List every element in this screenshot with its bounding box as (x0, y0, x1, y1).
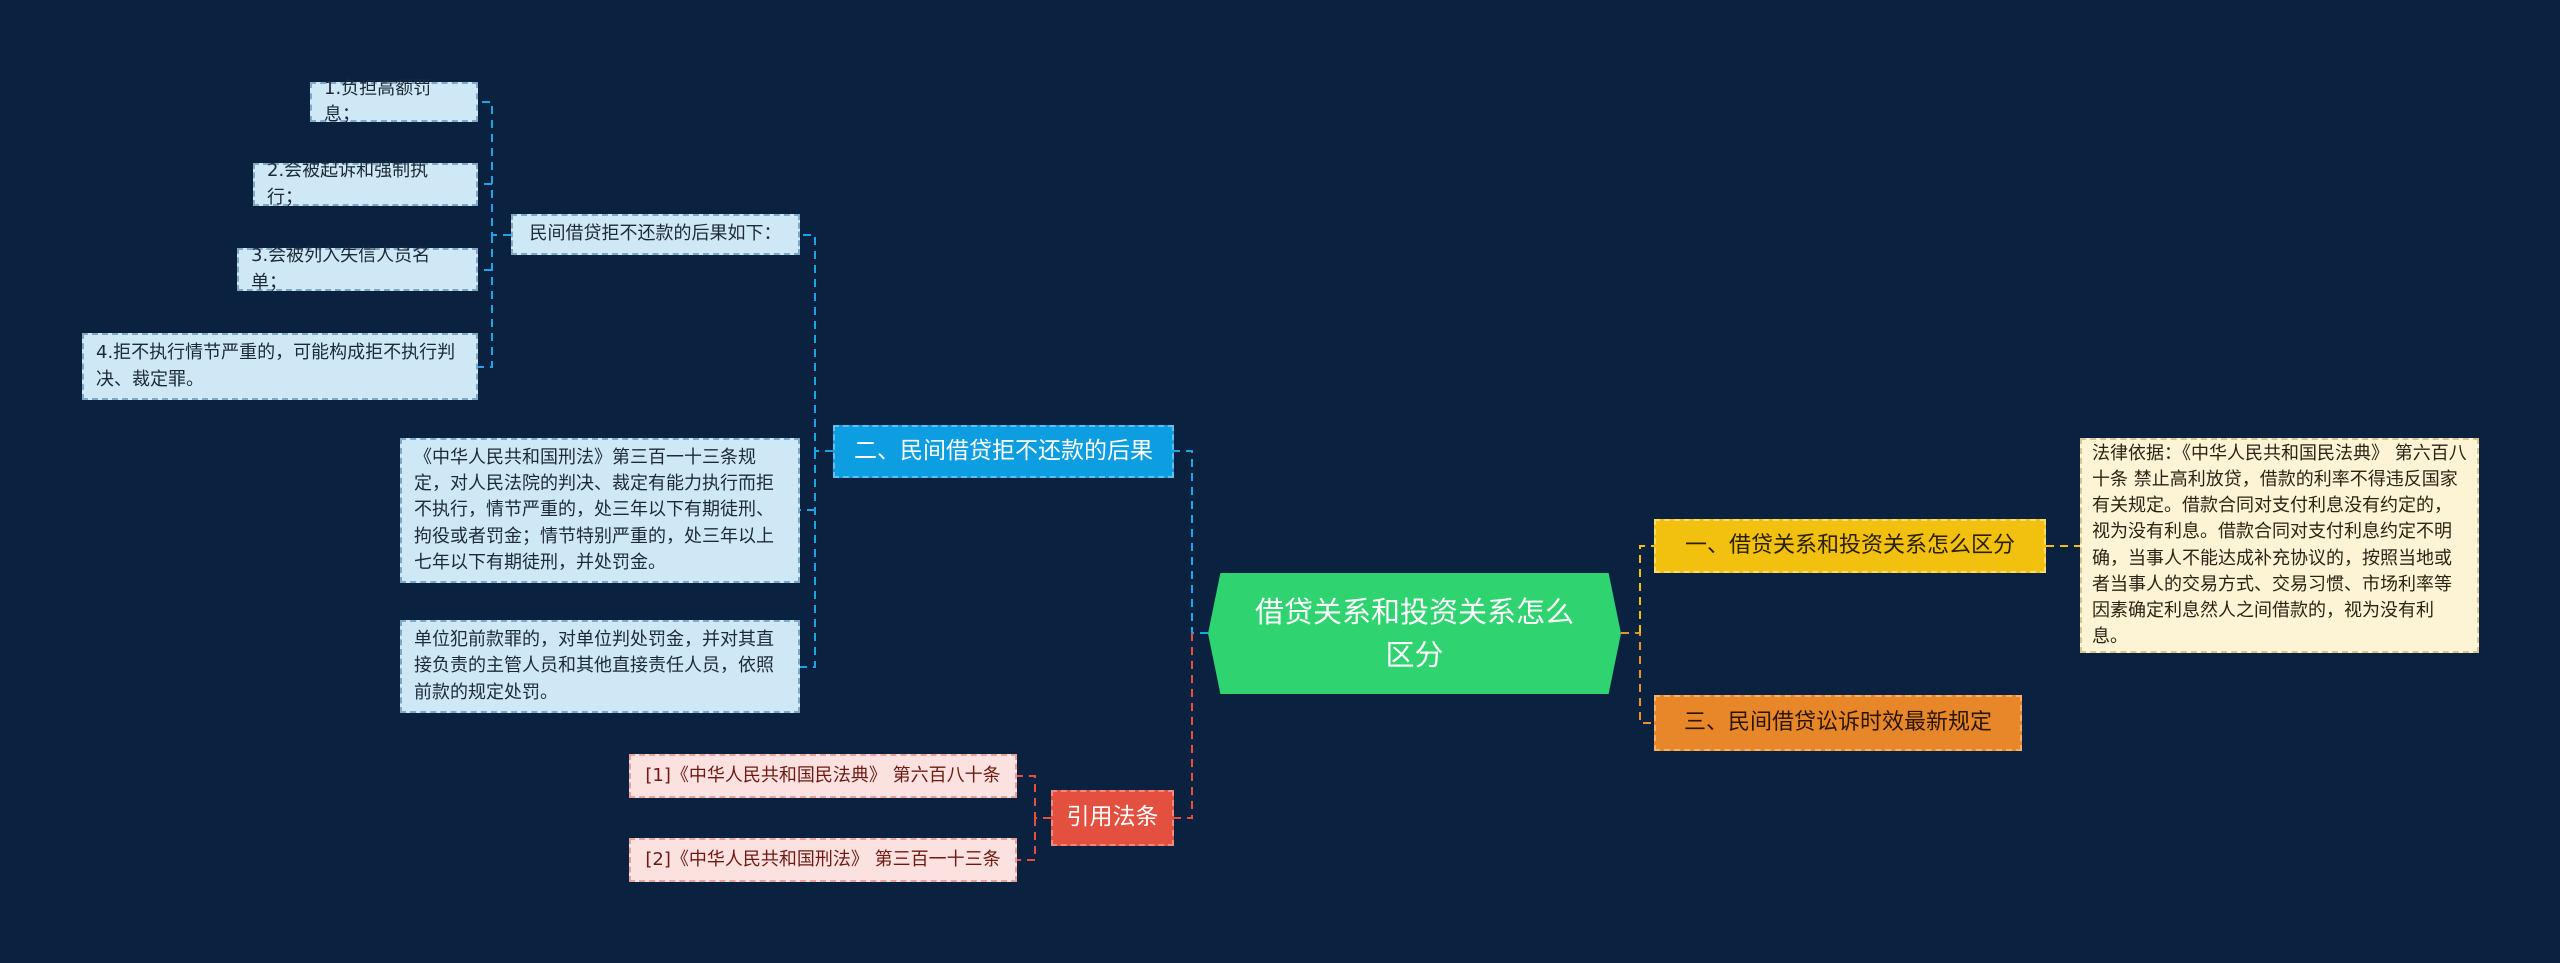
consequences-title-label: 民间借贷拒不还款的后果如下： (529, 223, 782, 245)
central-topic-label: 借贷关系和投资关系怎么区分 (1254, 595, 1574, 672)
consequence-item[interactable]: 4.拒不执行情节严重的，可能构成拒不执行判决、裁定罪。 (82, 333, 478, 400)
citation-text: [2]《中华人民共和国刑法》 第三百一十三条 (645, 848, 1001, 870)
branch-2-label: 二、民间借贷拒不还款的后果 (854, 437, 1153, 464)
branch-1-label: 一、借贷关系和投资关系怎么区分 (1684, 533, 2015, 559)
branch-2-node[interactable]: 二、民间借贷拒不还款的后果 (833, 425, 1174, 478)
unit-crime-text: 单位犯前款罪的，对单位判处罚金，并对其直接负责的主管人员和其他直接责任人员，依照… (414, 629, 774, 703)
citation-text: [1]《中华人民共和国民法典》 第六百八十条 (645, 764, 1001, 786)
unit-crime-node[interactable]: 单位犯前款罪的，对单位判处罚金，并对其直接负责的主管人员和其他直接责任人员，依照… (400, 620, 800, 713)
consequence-item[interactable]: 1.负担高额罚息； (310, 78, 478, 125)
branch-1-note[interactable]: 法律依据：《中华人民共和国民法典》 第六百八十条 禁止高利放贷，借款的利率不得违… (2080, 438, 2479, 653)
consequence-item[interactable]: 3.会被列入失信人员名单； (237, 245, 478, 293)
branch-3-label: 三、民间借贷讼诉时效最新规定 (1683, 710, 1992, 736)
branch-1-node[interactable]: 一、借贷关系和投资关系怎么区分 (1654, 519, 2046, 573)
consequence-text: 3.会被列入失信人员名单； (251, 245, 431, 293)
consequence-item[interactable]: 2.会被起诉和强制执行； (253, 160, 478, 208)
consequence-text: 2.会被起诉和强制执行； (267, 160, 429, 208)
consequence-text: 1.负担高额罚息； (324, 77, 432, 125)
consequences-title-node[interactable]: 民间借贷拒不还款的后果如下： (511, 214, 800, 255)
citations-label: 引用法条 (1066, 804, 1159, 831)
central-topic[interactable]: 借贷关系和投资关系怎么区分 (1208, 573, 1621, 694)
branch-3-node[interactable]: 三、民间借贷讼诉时效最新规定 (1654, 695, 2022, 751)
citation-item[interactable]: [1]《中华人民共和国民法典》 第六百八十条 (629, 754, 1017, 798)
consequence-text: 4.拒不执行情节严重的，可能构成拒不执行判决、裁定罪。 (96, 342, 456, 390)
branch-1-note-text: 法律依据：《中华人民共和国民法典》 第六百八十条 禁止高利放贷，借款的利率不得违… (2092, 443, 2467, 647)
criminal-law-text: 《中华人民共和国刑法》第三百一十三条规定，对人民法院的判决、裁定有能力执行而拒不… (414, 447, 774, 573)
citation-item[interactable]: [2]《中华人民共和国刑法》 第三百一十三条 (629, 838, 1017, 882)
citations-node[interactable]: 引用法条 (1051, 790, 1174, 846)
criminal-law-node[interactable]: 《中华人民共和国刑法》第三百一十三条规定，对人民法院的判决、裁定有能力执行而拒不… (400, 438, 800, 583)
